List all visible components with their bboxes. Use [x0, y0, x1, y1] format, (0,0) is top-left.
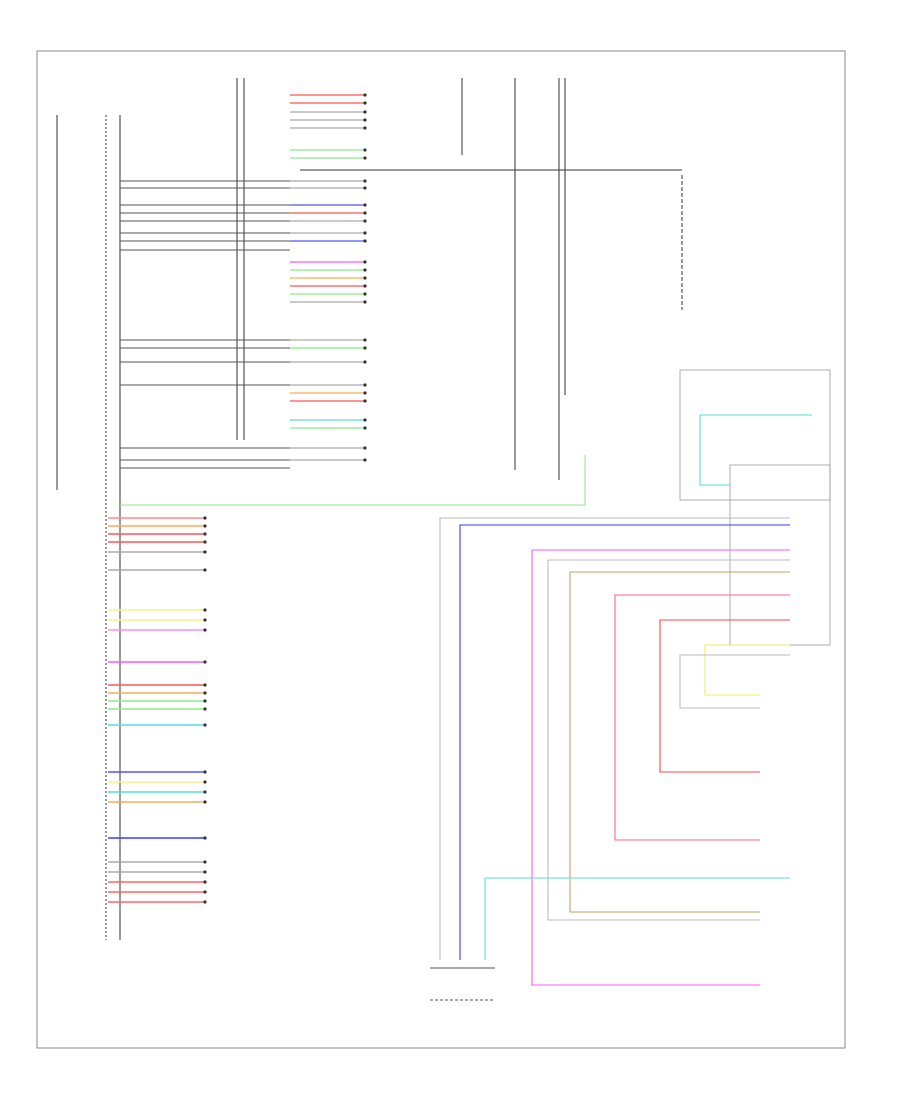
lower-wire-terminal — [203, 707, 207, 711]
upper-wire-terminal — [363, 231, 367, 235]
lower-wire-terminal — [203, 780, 207, 784]
lower-wire-terminal — [203, 550, 207, 554]
upper-wire-terminal — [363, 284, 367, 288]
lower-wire-terminal — [203, 516, 207, 520]
lower-wire-terminal — [203, 568, 207, 572]
upper-wire-terminal — [363, 260, 367, 264]
upper-wire-terminal — [363, 300, 367, 304]
upper-wire-terminal — [363, 338, 367, 342]
lower-wire-terminal — [203, 880, 207, 884]
upper-wire-terminal — [363, 186, 367, 190]
upper-wire-terminal — [363, 211, 367, 215]
lower-wire-terminal — [203, 524, 207, 528]
lower-wire-terminal — [203, 723, 207, 727]
upper-wire-terminal — [363, 276, 367, 280]
lower-wire-terminal — [203, 890, 207, 894]
lower-wire-terminal — [203, 660, 207, 664]
upper-wire-terminal — [363, 383, 367, 387]
upper-wire-terminal — [363, 446, 367, 450]
upper-wire-terminal — [363, 110, 367, 114]
upper-wire-terminal — [363, 418, 367, 422]
upper-wire-terminal — [363, 426, 367, 430]
main-ecu-block — [56, 115, 121, 940]
upper-vertical-trunks — [236, 78, 683, 480]
lower-wire-terminal — [203, 608, 207, 612]
upper-wire-terminal — [363, 391, 367, 395]
upper-wire-terminal — [363, 399, 367, 403]
lower-right-routing — [120, 414, 812, 986]
lower-wire-terminal — [203, 800, 207, 804]
lower-wire-terminal — [203, 540, 207, 544]
lower-wire-terminal — [203, 683, 207, 687]
upper-wire-terminal — [363, 101, 367, 105]
upper-wire-terminal — [363, 458, 367, 462]
bottom-junction — [430, 967, 495, 1001]
upper-wire-terminal — [363, 148, 367, 152]
upper-wire-terminal — [363, 118, 367, 122]
lower-wire-group — [108, 516, 207, 904]
diagram-frame — [36, 50, 846, 1049]
lower-wire-terminal — [203, 870, 207, 874]
upper-wire-terminal — [363, 179, 367, 183]
lower-wire-terminal — [203, 699, 207, 703]
lower-wire-terminal — [203, 770, 207, 774]
upper-wire-terminal — [363, 346, 367, 350]
lower-wire-terminal — [203, 790, 207, 794]
lower-wire-terminal — [203, 860, 207, 864]
upper-wire-terminal — [363, 360, 367, 364]
upper-wire-terminal — [363, 268, 367, 272]
right-connector — [679, 369, 831, 646]
lower-wire-terminal — [203, 691, 207, 695]
upper-wire-terminal — [363, 219, 367, 223]
upper-wire-terminal — [363, 156, 367, 160]
lower-wire-terminal — [203, 532, 207, 536]
upper-wire-terminal — [363, 239, 367, 243]
lower-wire-terminal — [203, 836, 207, 840]
upper-wire-terminal — [363, 203, 367, 207]
upper-wire-terminal — [363, 126, 367, 130]
upper-wire-terminal — [363, 93, 367, 97]
lower-wire-terminal — [203, 618, 207, 622]
upper-wire-group — [120, 93, 367, 469]
lower-wire-terminal — [203, 628, 207, 632]
upper-wire-terminal — [363, 292, 367, 296]
lower-wire-terminal — [203, 900, 207, 904]
